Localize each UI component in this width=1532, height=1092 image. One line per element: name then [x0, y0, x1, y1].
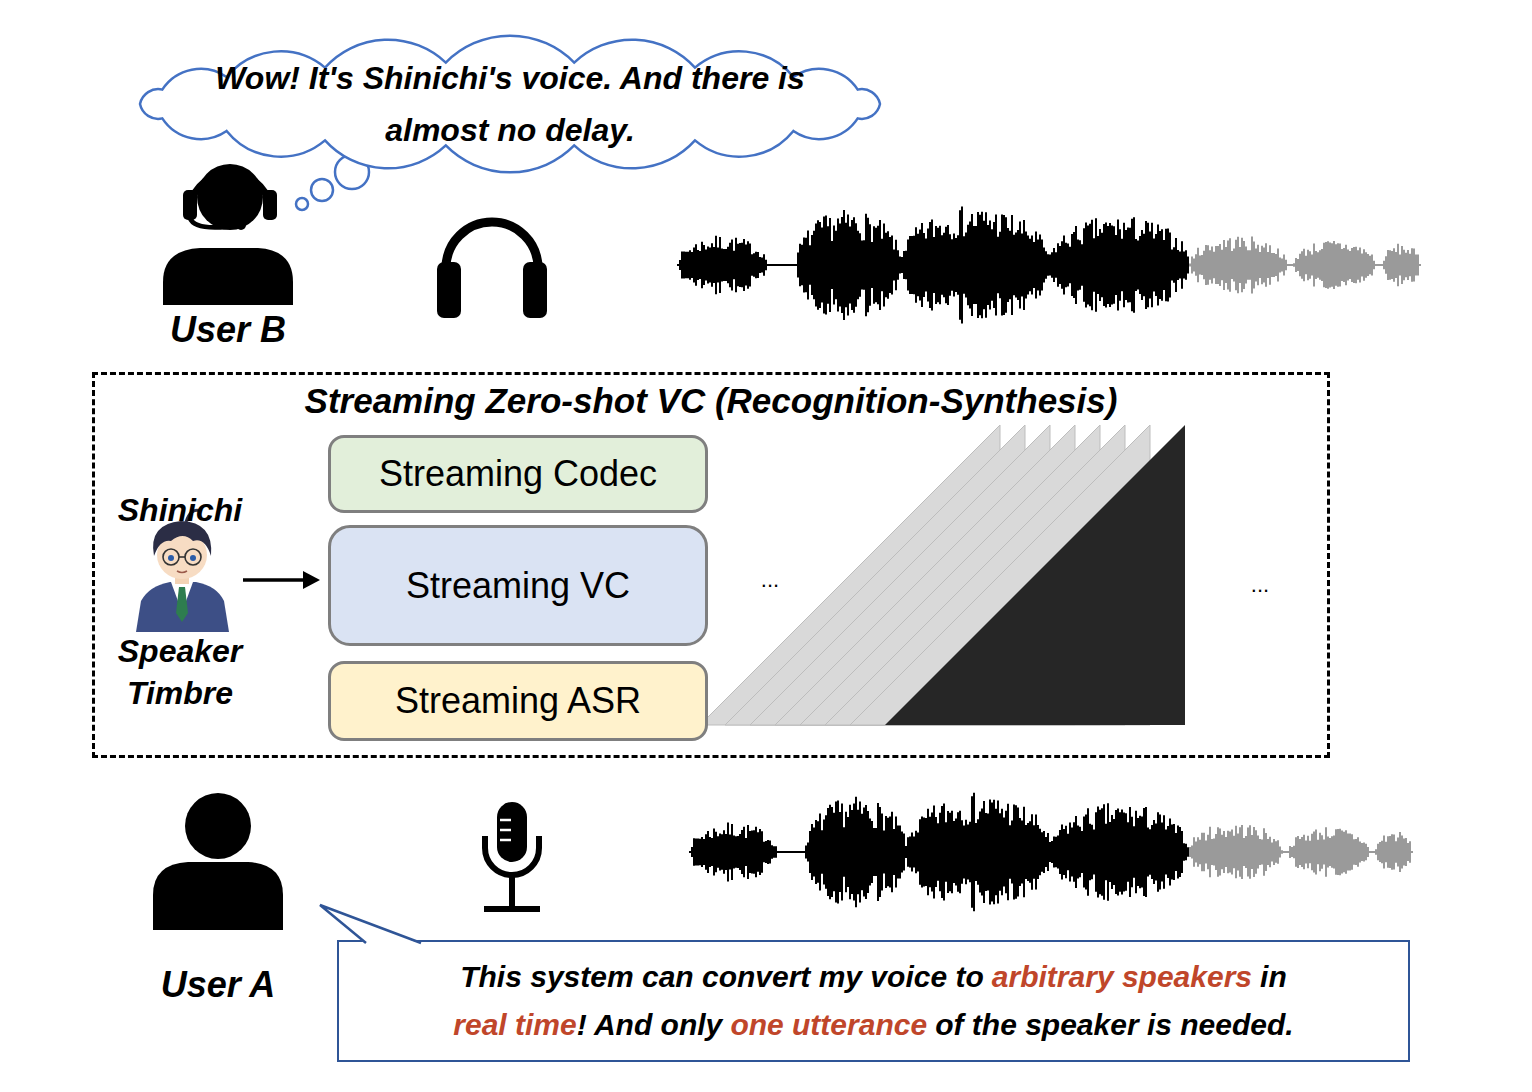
audio-waveform	[690, 793, 1412, 912]
headset-band	[190, 173, 270, 205]
callout-tail-fill	[320, 905, 421, 944]
node-text-area: Streaming ASR	[331, 664, 705, 738]
portrait-glasses	[185, 549, 201, 565]
portrait-suit	[136, 582, 229, 632]
waveform-processed	[690, 793, 1188, 912]
waveforms	[678, 206, 1420, 911]
chunk-triangles	[700, 425, 1185, 725]
headset-mic	[236, 220, 246, 230]
mic-grille	[500, 839, 511, 842]
headset-cup	[263, 190, 277, 220]
portrait-glasses	[179, 556, 185, 558]
user-body	[163, 248, 293, 305]
node-text-area: Wow! It's Shinichi's voice. And there is…	[200, 40, 820, 168]
module-label: Streaming Codec	[379, 453, 657, 495]
user-icon	[153, 793, 283, 930]
module-label: Streaming VC	[406, 565, 630, 607]
arrow-head	[303, 571, 320, 589]
module-box: Streaming Codec	[328, 435, 708, 513]
waveform-pending	[1190, 236, 1420, 293]
speech-text: Wow! It's Shinichi's voice. And there is…	[200, 52, 820, 156]
speech-text: This system can convert my voice to	[460, 960, 984, 993]
portrait-glasses	[163, 549, 179, 565]
current-chunk-triangle	[885, 425, 1185, 725]
mic-holder	[485, 836, 539, 875]
thought-bubble	[311, 179, 333, 201]
node-text-area: Streaming VC	[331, 528, 705, 643]
speech-callout: This system can convert my voice toarbit…	[337, 940, 1410, 1062]
microphone-icon	[484, 802, 540, 909]
waveform-pending	[1190, 825, 1412, 879]
system-boundary: Streaming Zero-shot VC (Recognition-Synt…	[92, 372, 1330, 758]
character-portrait	[136, 510, 229, 632]
speech-text: one utterance	[730, 1008, 927, 1041]
mic-stand	[509, 875, 515, 907]
module-label: Streaming ASR	[395, 680, 641, 722]
speaker-caption: Speaker Timbre	[100, 630, 260, 714]
audio-waveform	[678, 206, 1420, 323]
cloud-outline	[100, 40, 920, 168]
module-box: Streaming VC	[328, 525, 708, 646]
portrait-eye	[168, 555, 174, 561]
arrow-shaft	[243, 578, 306, 582]
mic-grille	[500, 819, 511, 822]
speech-text: in	[1260, 960, 1287, 993]
ellipsis: ...	[740, 567, 800, 593]
mic-grille	[500, 829, 511, 832]
speech-text: arbitrary speakers	[992, 960, 1252, 993]
portrait-mouth	[177, 571, 187, 573]
node-text-area: This system can convert my voice toarbit…	[339, 942, 1408, 1049]
speaker-name: Shinichi	[80, 490, 280, 530]
user-label: User A	[108, 964, 328, 1006]
waveform-processed	[678, 206, 1188, 323]
mic-capsule	[497, 802, 527, 862]
thought-cloud: Wow! It's Shinichi's voice. And there is…	[100, 40, 920, 168]
portrait-tie	[176, 587, 188, 622]
headphone-cup	[437, 262, 461, 318]
group-title: Streaming Zero-shot VC (Recognition-Synt…	[305, 381, 1118, 420]
module-box: Streaming ASR	[328, 661, 708, 741]
user-head	[185, 793, 251, 859]
headphones-icon	[437, 222, 547, 318]
speech-text: of the speaker is needed.	[935, 1008, 1293, 1041]
input-arrow	[243, 571, 320, 589]
callout-tail	[320, 905, 421, 943]
headset-mic	[190, 218, 240, 227]
speech-text: real time	[453, 1008, 576, 1041]
node-text-area: Streaming Codec	[331, 438, 705, 510]
portrait-eye	[190, 555, 196, 561]
mic-base	[484, 906, 540, 912]
node-text-area: Streaming Zero-shot VC (Recognition-Synt…	[95, 381, 1327, 421]
cloud-shape	[140, 36, 880, 173]
headphone-cup	[523, 262, 547, 318]
user-icon	[163, 164, 293, 305]
thought-bubble	[296, 198, 308, 210]
user-body	[153, 862, 283, 930]
speech-text: ! And only	[577, 1008, 723, 1041]
user-label: User B	[118, 309, 338, 351]
ellipsis: ...	[1230, 572, 1290, 598]
headset-cup	[183, 190, 197, 220]
